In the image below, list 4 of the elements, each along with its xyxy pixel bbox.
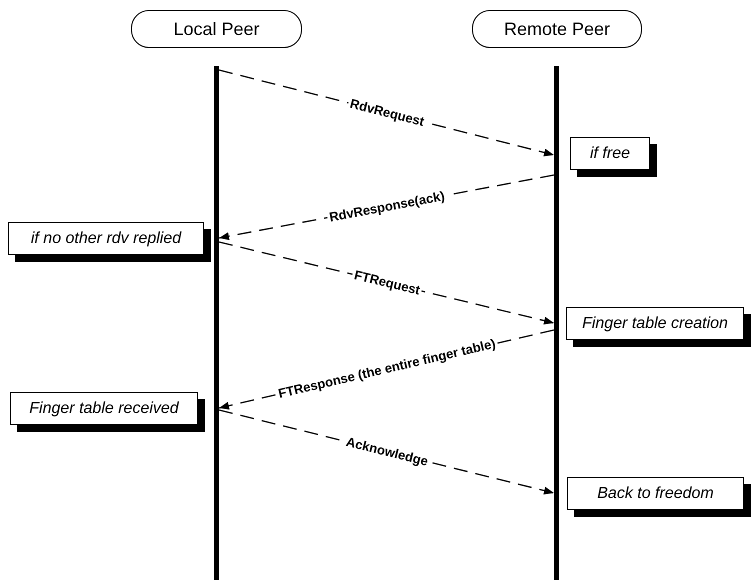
participant-box: Local Peer [131, 10, 302, 48]
lifeline-bar [554, 66, 559, 580]
lifeline-bar [214, 66, 219, 580]
participant-box: Remote Peer [472, 10, 642, 48]
